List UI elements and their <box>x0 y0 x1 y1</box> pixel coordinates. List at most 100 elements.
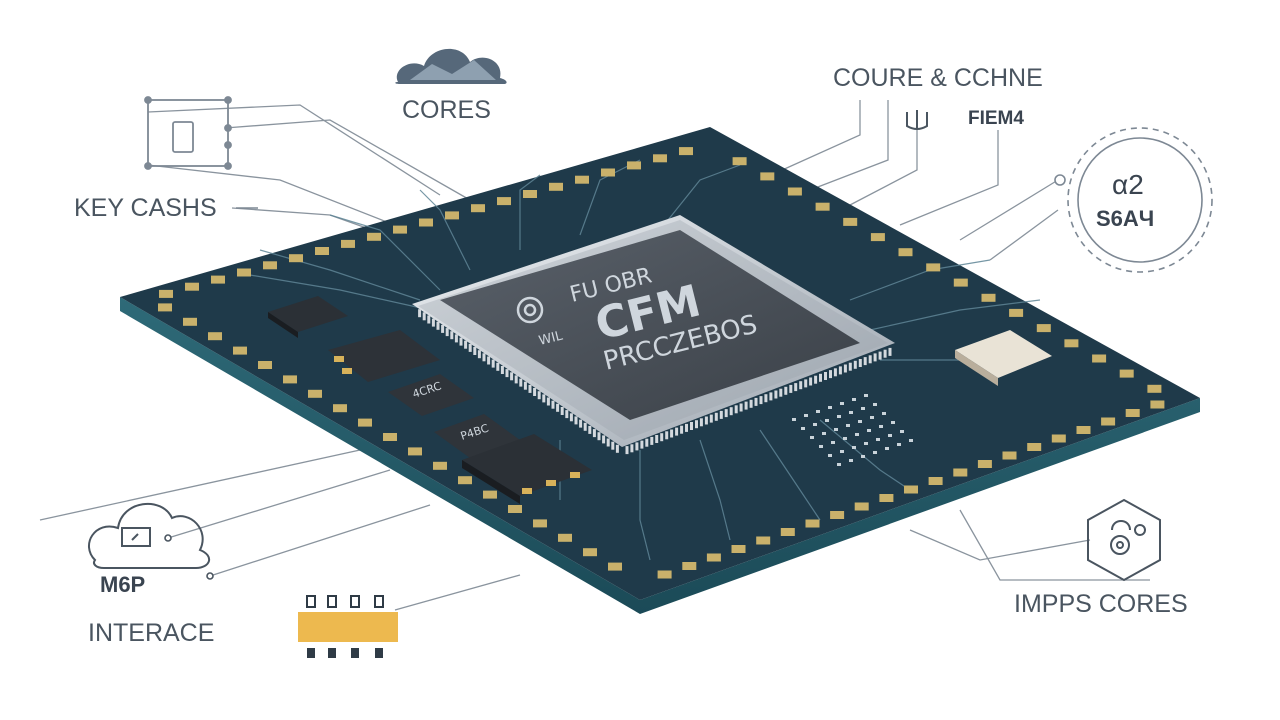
processor-pin <box>670 429 674 438</box>
edge-pad <box>1051 434 1066 443</box>
edge-pad <box>183 317 197 326</box>
edge-pad <box>1092 354 1107 363</box>
test-point <box>831 441 835 444</box>
test-point <box>864 442 868 445</box>
processor-pin <box>505 369 509 378</box>
edge-pad <box>601 168 615 177</box>
edge-pad <box>1147 384 1162 393</box>
resistor-chip <box>328 330 440 382</box>
label-badge-top: α2 <box>1112 169 1144 200</box>
processor-pin <box>542 394 546 403</box>
edge-pad <box>289 254 303 263</box>
test-point <box>843 437 847 440</box>
test-point <box>822 432 826 435</box>
processor-pins <box>418 309 892 455</box>
processor-pin <box>724 409 728 418</box>
test-point <box>804 414 808 417</box>
processor-pin <box>454 334 458 343</box>
processor-pin <box>441 324 445 333</box>
edge-pad <box>583 548 597 557</box>
edge-pad <box>1009 308 1024 317</box>
label-coure-cchne: COURE & CCHNE <box>833 64 1043 92</box>
processor-pin <box>744 401 748 410</box>
edge-pad <box>1101 417 1116 426</box>
test-point <box>837 415 841 418</box>
processor-pin <box>528 384 532 393</box>
processor-pin <box>764 394 768 403</box>
processor-pin <box>487 356 491 365</box>
processor-pin <box>685 423 688 432</box>
processor-pin <box>611 441 615 450</box>
test-point <box>825 419 829 422</box>
edge-pad <box>158 303 172 312</box>
test-point <box>879 425 883 428</box>
test-point <box>855 433 859 436</box>
test-point <box>792 418 796 421</box>
processor-pin <box>556 403 560 412</box>
processor-pin <box>546 397 550 406</box>
processor-pin <box>704 416 708 425</box>
processor-pin <box>665 431 669 440</box>
processor-pin <box>729 407 733 416</box>
test-point <box>888 434 892 437</box>
processor-pin <box>660 433 664 442</box>
processor-pin <box>625 446 629 455</box>
edge-pad <box>1076 426 1091 434</box>
edge-pad <box>483 490 497 499</box>
processor-pin <box>635 442 639 451</box>
edge-pad <box>1064 339 1079 348</box>
processor-pin <box>477 350 481 359</box>
edge-pad <box>558 533 572 542</box>
chip-logo-icon <box>516 296 544 324</box>
edge-pad <box>533 519 547 528</box>
label-badge-bottom: S6AЧ <box>1096 206 1154 231</box>
test-point <box>828 406 832 409</box>
processor-pin <box>739 403 743 412</box>
edge-pad <box>805 519 820 528</box>
processor-pin <box>824 372 827 380</box>
processor-pin <box>519 378 523 387</box>
label-m6p: M6P <box>100 572 145 597</box>
main-processor <box>412 215 895 455</box>
edge-pad <box>780 528 795 536</box>
test-point <box>876 438 880 441</box>
edge-pad <box>854 502 869 511</box>
processor-pin <box>459 337 463 346</box>
test-point <box>840 402 844 405</box>
test-point <box>870 416 874 419</box>
callout-dots <box>164 534 214 580</box>
test-point <box>801 427 805 430</box>
edge-pad <box>926 263 941 272</box>
label-key-cashs: KEY CASHS <box>74 194 217 222</box>
test-point <box>813 423 817 426</box>
processor-pin <box>588 425 592 434</box>
processor-pin <box>699 418 703 427</box>
processor-pin <box>592 429 596 438</box>
processor-pin <box>615 444 619 453</box>
label-fiem4: FIEM4 <box>968 108 1024 129</box>
processor-pin <box>640 440 644 449</box>
test-point <box>909 439 913 442</box>
edge-pads <box>158 147 1165 579</box>
processor-pin <box>863 357 867 366</box>
edge-pad <box>843 217 858 226</box>
edge-pad <box>732 157 747 166</box>
edge-pad <box>981 293 996 302</box>
processor-pin <box>482 353 486 362</box>
processor-pin <box>500 366 504 374</box>
processor-pin <box>450 331 454 340</box>
processor-pin <box>551 400 555 409</box>
badge-circle-icon <box>1054 127 1213 273</box>
edge-pad <box>308 389 322 398</box>
test-point <box>873 451 877 454</box>
edge-pad <box>383 433 397 441</box>
test-point <box>897 443 901 446</box>
processor-pin <box>838 366 842 375</box>
edge-pad <box>159 289 173 298</box>
edge-pad <box>393 225 407 234</box>
processor-pin <box>873 353 877 362</box>
edge-pad <box>787 187 802 196</box>
edge-pad <box>760 172 775 181</box>
edge-pad <box>657 570 672 579</box>
